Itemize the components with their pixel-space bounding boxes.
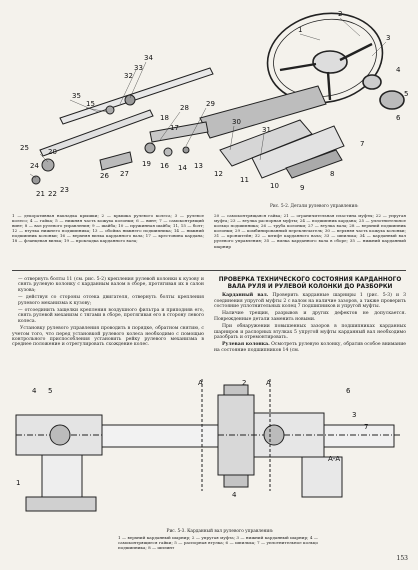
- callout: 10: [270, 182, 279, 190]
- callout: 3: [352, 411, 356, 419]
- steering-shaft-drawing: [31, 67, 214, 185]
- paragraph: При обнаружении повышенных зазоров в под…: [214, 324, 406, 341]
- figure1-caption: Рис. 5-2. Детали рулевого управления:: [270, 204, 359, 209]
- callout: 1: [298, 26, 302, 34]
- figure-steering-parts: 34 33 18 17 32 35 15 1 2 3 4 5 6 7 8 9 1…: [0, 0, 418, 212]
- callout: 25: [20, 144, 29, 152]
- steering-column-drawing: [149, 85, 345, 179]
- figure1-callouts: 34 33 18 17 32 35 15 1 2 3 4 5 6 7 8 9 1…: [20, 10, 408, 198]
- callout: A: [198, 379, 203, 387]
- callout: 11: [240, 176, 249, 184]
- callout: 24: [30, 162, 39, 170]
- left-text-column: — отвернуть болты 11 (см. рис. 5-2) креп…: [12, 277, 204, 350]
- right-text-column: ПРОВЕРКА ТЕХНИЧЕСКОГО СОСТОЯНИЯ КАРДАННО…: [214, 277, 406, 355]
- subheading: Рулевая колонка.: [222, 342, 270, 348]
- callout: 19: [142, 160, 151, 168]
- callout: 12: [214, 170, 223, 178]
- steering-wheel-drawing: [266, 12, 405, 110]
- callout: 1: [16, 479, 20, 487]
- figure2-legend: 1 — верхний карданный шарнир; 2 — упруга…: [118, 535, 318, 551]
- callout: 28: [180, 104, 189, 112]
- callout: 4: [32, 387, 37, 395]
- paragraph: Рулевая колонка. Осмотреть рулевую колон…: [214, 342, 406, 353]
- callout: А-А: [328, 455, 340, 463]
- callout: 26: [100, 172, 109, 180]
- paragraph-text: Проверить карданные шарниры 1 (рис. 5-3)…: [214, 293, 406, 309]
- callout: 16: [160, 162, 169, 170]
- callout: 31: [262, 126, 271, 134]
- paragraph-text: Осмотреть рулевую колонку, обратив особо…: [214, 342, 406, 353]
- cardan-shaft-drawing: 4 5 A 2 A 6 3 7 А-А 1 4: [15, 379, 402, 512]
- callout: 7: [364, 423, 368, 431]
- callout: 34: [144, 54, 153, 62]
- callout: 21: [36, 190, 45, 198]
- callout: 14: [178, 164, 187, 172]
- callout: 33: [134, 64, 143, 72]
- paragraph: — действуя со стороны отсека двигателя, …: [18, 295, 204, 306]
- figure2-callouts: 4 5 A 2 A 6 3 7 А-А 1 4: [16, 379, 368, 499]
- callout: 22: [48, 190, 57, 198]
- callout: 2: [338, 10, 342, 18]
- paragraph: Установку рулевого управления проводить …: [12, 326, 204, 348]
- callout: 9: [300, 184, 304, 192]
- callout: 13: [194, 162, 203, 170]
- figure-cardan-shaft: 4 5 A 2 A 6 3 7 А-А 1 4: [12, 377, 406, 527]
- callout: 4: [396, 66, 401, 74]
- figure1-legend-right: 20 — самоконтрящаяся гайка; 21 — огранич…: [214, 213, 406, 249]
- callout: A: [266, 379, 271, 387]
- callout: 3: [386, 34, 390, 42]
- callout: 32: [124, 72, 133, 80]
- callout: 8: [330, 170, 334, 178]
- callout: 5: [404, 90, 408, 98]
- callout: 30: [232, 118, 241, 126]
- callout: 23: [60, 186, 69, 194]
- callout: 15: [86, 100, 95, 108]
- callout: 29: [206, 100, 215, 108]
- separator-rule: [12, 270, 406, 271]
- callout: 35: [72, 92, 81, 100]
- callout: 7: [360, 140, 364, 148]
- leader-lines: [29, 17, 387, 179]
- callout: 27: [120, 170, 129, 178]
- callout: 2: [242, 379, 246, 387]
- paragraph: — отвернуть болты 11 (см. рис. 5-2) креп…: [18, 277, 204, 293]
- figure2-caption: Рис. 5-3. Карданный вал рулевого управле…: [166, 529, 274, 534]
- callout: 4: [232, 491, 237, 499]
- figure1-legend-left: 1 — декоративная накладка крышки; 2 — кр…: [12, 213, 204, 244]
- paragraph: Наличие трещин, разрывов и других дефект…: [214, 311, 406, 322]
- callout: 6: [346, 387, 351, 395]
- section-heading: ПРОВЕРКА ТЕХНИЧЕСКОГО СОСТОЯНИЯ КАРДАННО…: [218, 277, 402, 290]
- callout: 18: [160, 114, 169, 122]
- paragraph: Карданный вал. Проверить карданные шарни…: [214, 293, 406, 309]
- callout: 5: [48, 387, 52, 395]
- callout: 6: [396, 114, 401, 122]
- page-number: 153: [396, 555, 408, 562]
- steering-parts-drawing: 34 33 18 17 32 35 15 1 2 3 4 5 6 7 8 9 1…: [20, 10, 408, 198]
- callout: 20: [48, 148, 57, 156]
- subheading: Карданный вал.: [222, 293, 269, 299]
- callout: 17: [170, 124, 179, 132]
- paragraph: — отсоединить защелки крепления воздушно…: [18, 308, 204, 324]
